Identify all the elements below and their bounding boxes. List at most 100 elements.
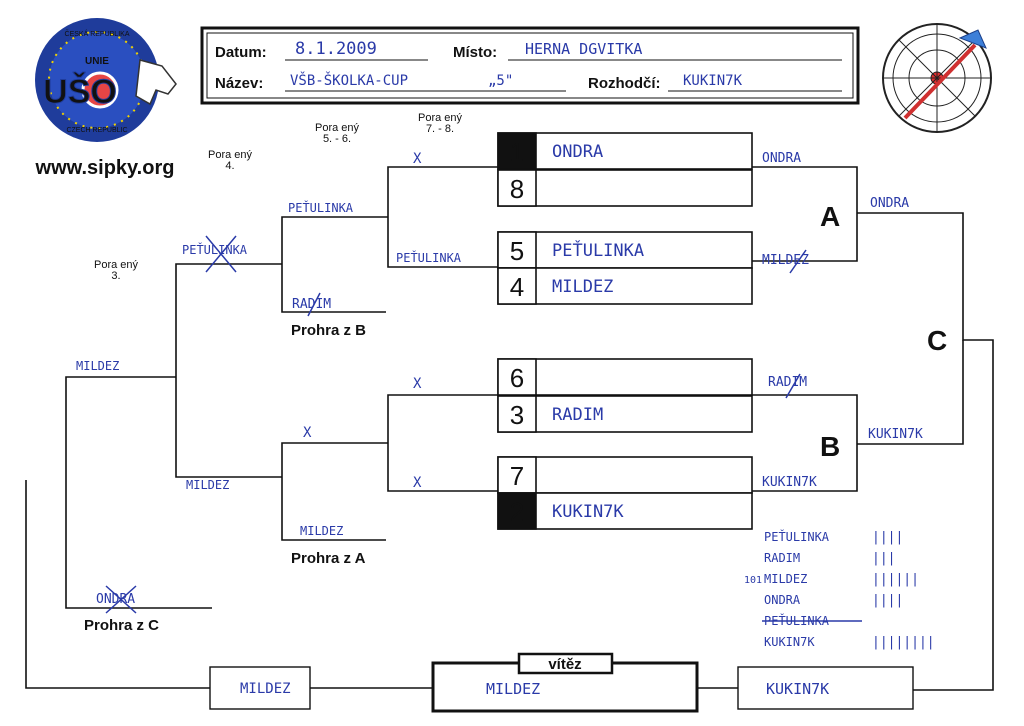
seed-number-box xyxy=(497,132,537,170)
winner-block-b[interactable]: KUKIN7K xyxy=(868,427,923,442)
seed-slot-2[interactable]: 2 KUKIN7K xyxy=(497,492,753,530)
caption-col-78-text-line: 7. - 8. xyxy=(426,123,454,135)
seed-number: 1 xyxy=(510,137,524,167)
winner-tag xyxy=(517,652,614,675)
seed-player-name[interactable]: PEŤULINKA xyxy=(552,239,644,261)
seed-number: 3 xyxy=(510,400,524,430)
loser-peta-col3[interactable]: PEŤULINKA xyxy=(182,242,248,257)
tally-name: KUKIN7K xyxy=(764,635,815,649)
x-mark-56[interactable]: X xyxy=(303,425,312,441)
block-label-a: A xyxy=(820,201,840,232)
block-label-b: B xyxy=(820,431,840,462)
caption-col-3-text: Pora ený xyxy=(94,259,139,271)
tally-marks: ||| xyxy=(872,551,895,566)
seed-number: 2 xyxy=(510,497,524,527)
seed-slot-1[interactable]: 1 ONDRA xyxy=(497,132,753,170)
seed-slot-box xyxy=(497,231,753,269)
winner-match-3[interactable]: RADIM xyxy=(768,375,807,390)
loser-peta-top[interactable]: PEŤULINKA xyxy=(288,200,354,215)
final-winner-name[interactable]: MILDEZ xyxy=(486,680,540,698)
name-label: Název: xyxy=(215,75,263,92)
seed-player-name[interactable]: RADIM xyxy=(552,405,603,425)
logo-initials: UŠO xyxy=(43,72,117,111)
tally-marks: |||||||| xyxy=(872,635,935,650)
loser-peta-mid[interactable]: PEŤULINKA xyxy=(396,250,462,265)
final-right-name[interactable]: KUKIN7K xyxy=(766,680,829,698)
seed-number-box xyxy=(497,231,537,269)
loser-mildez-col3b[interactable]: MILDEZ xyxy=(186,478,229,492)
seed-slot-box xyxy=(497,395,753,433)
caption-col-56-text-line: 5. - 6. xyxy=(323,133,351,145)
seed-slot-box xyxy=(497,132,753,170)
place-value[interactable]: HERNA DGVITKA xyxy=(525,40,642,58)
tally-prefix: 101 xyxy=(744,575,762,586)
strike-mark xyxy=(789,249,807,274)
place-label: Místo: xyxy=(453,44,497,61)
seed-player-name[interactable]: KUKIN7K xyxy=(552,502,624,522)
lion-icon xyxy=(135,59,177,106)
x-mark-78-top[interactable]: X xyxy=(413,151,422,167)
caption-col-56-text: Pora ený xyxy=(315,122,360,134)
x-mark-78-mid[interactable]: X xyxy=(413,376,422,392)
dartboard-logo xyxy=(882,23,992,133)
referee-value[interactable]: KUKIN7K xyxy=(683,73,743,89)
seed-slot-6[interactable]: 6 xyxy=(497,358,753,396)
logo-arc-top: ČESKÁ REPUBLIKA xyxy=(65,29,130,38)
winner-block-a[interactable]: ONDRA xyxy=(870,196,909,211)
seed-slot-box xyxy=(497,169,753,207)
dartboard-icon xyxy=(81,71,119,109)
tally-name: MILDEZ xyxy=(764,572,807,586)
tally-name: RADIM xyxy=(764,551,800,565)
strike-mark xyxy=(205,235,237,273)
date-label: Datum: xyxy=(215,44,267,61)
caption-col-4-text: Pora ený xyxy=(208,149,253,161)
tally-marks: |||| xyxy=(872,593,903,608)
winner-match-4[interactable]: KUKIN7K xyxy=(762,475,817,490)
seed-player-name[interactable]: MILDEZ xyxy=(552,277,613,297)
name-number[interactable]: „5" xyxy=(488,73,513,89)
tally-name: PEŤULINKA xyxy=(764,529,830,544)
final-left-box xyxy=(209,666,311,710)
seed-slot-4[interactable]: 4 MILDEZ xyxy=(497,267,753,305)
block-label-c: C xyxy=(927,325,947,356)
winner-match-1[interactable]: ONDRA xyxy=(762,151,801,166)
seed-slot-box xyxy=(497,492,753,530)
date-value[interactable]: 8.1.2009 xyxy=(295,39,377,59)
prohra-a: Prohra z A xyxy=(291,550,366,567)
final-left-name[interactable]: MILDEZ xyxy=(240,681,291,697)
loser-mildez-col3a[interactable]: MILDEZ xyxy=(76,359,119,373)
website-url[interactable]: www.sipky.org xyxy=(35,157,175,179)
final-right-box xyxy=(737,666,914,710)
tally-marks: |||| xyxy=(872,530,903,545)
seed-slot-box xyxy=(497,267,753,305)
seed-number-box xyxy=(497,267,537,305)
loser-radim[interactable]: RADIM xyxy=(292,297,331,312)
seed-slot-3[interactable]: 3 RADIM xyxy=(497,395,753,433)
seed-slot-7[interactable]: 7 xyxy=(497,456,753,494)
winner-label: vítěz xyxy=(548,656,581,673)
prohra-b: Prohra z B xyxy=(291,322,366,339)
x-mark-78-bottom[interactable]: X xyxy=(413,475,422,491)
seed-number-box xyxy=(497,169,537,207)
strike-mark xyxy=(307,292,321,317)
seed-slot-box xyxy=(497,358,753,396)
seed-number: 6 xyxy=(510,363,524,393)
referee-label: Rozhodčí: xyxy=(588,75,661,92)
seed-number: 7 xyxy=(510,461,524,491)
winner-match-2[interactable]: MILDEZ xyxy=(762,253,809,268)
caption-col-3-text-line: 3. xyxy=(111,270,120,282)
seed-slot-8[interactable]: 8 xyxy=(497,169,753,207)
tally-marks: |||||| xyxy=(872,572,919,587)
seed-number: 4 xyxy=(510,272,524,302)
name-value[interactable]: VŠB-ŠKOLKA-CUP xyxy=(290,71,408,89)
seed-number-box xyxy=(497,395,537,433)
loser-mildez-a[interactable]: MILDEZ xyxy=(300,524,343,538)
seed-player-name[interactable]: ONDRA xyxy=(552,142,603,162)
